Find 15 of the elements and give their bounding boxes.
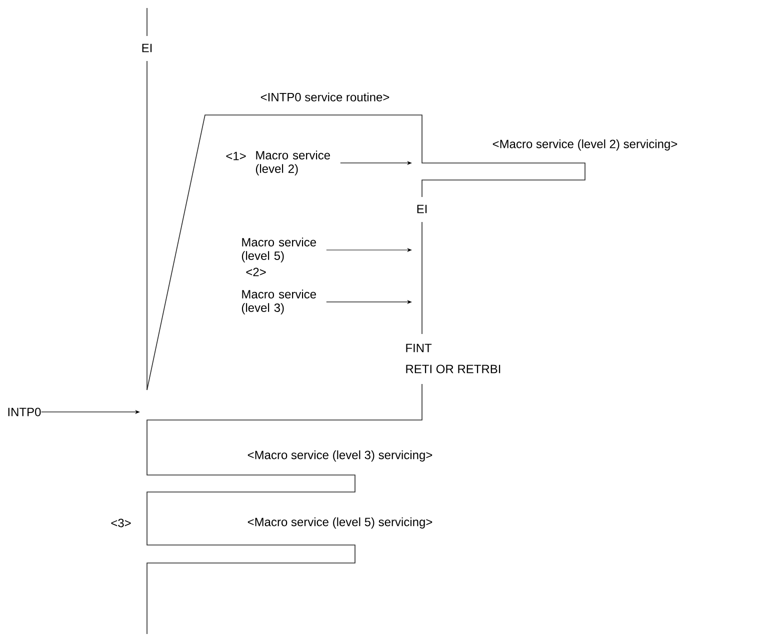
text-label: FINT — [406, 344, 432, 352]
text-label: EI — [417, 204, 427, 214]
text-label: <Macro service (level 3) servicing> — [248, 450, 432, 462]
service-text: Macro service (level 3) — [242, 290, 316, 314]
text-label: <2> — [246, 268, 266, 276]
service-text: Macro service (level 2) — [256, 150, 330, 176]
text-label: RETI OR RETRBI — [406, 364, 500, 374]
input-label: INTP0 — [8, 408, 41, 416]
text-label: EI — [142, 44, 152, 52]
text-label: <Macro service (level 5) servicing> — [248, 517, 432, 529]
text-label: <INTP0 service routine> — [260, 92, 390, 102]
text-label: <3> — [111, 518, 131, 528]
text-label: <Macro service (level 2) servicing> — [492, 139, 678, 151]
service-text: Macro service (level 5) — [242, 238, 316, 262]
text-label: <1> — [226, 152, 246, 160]
